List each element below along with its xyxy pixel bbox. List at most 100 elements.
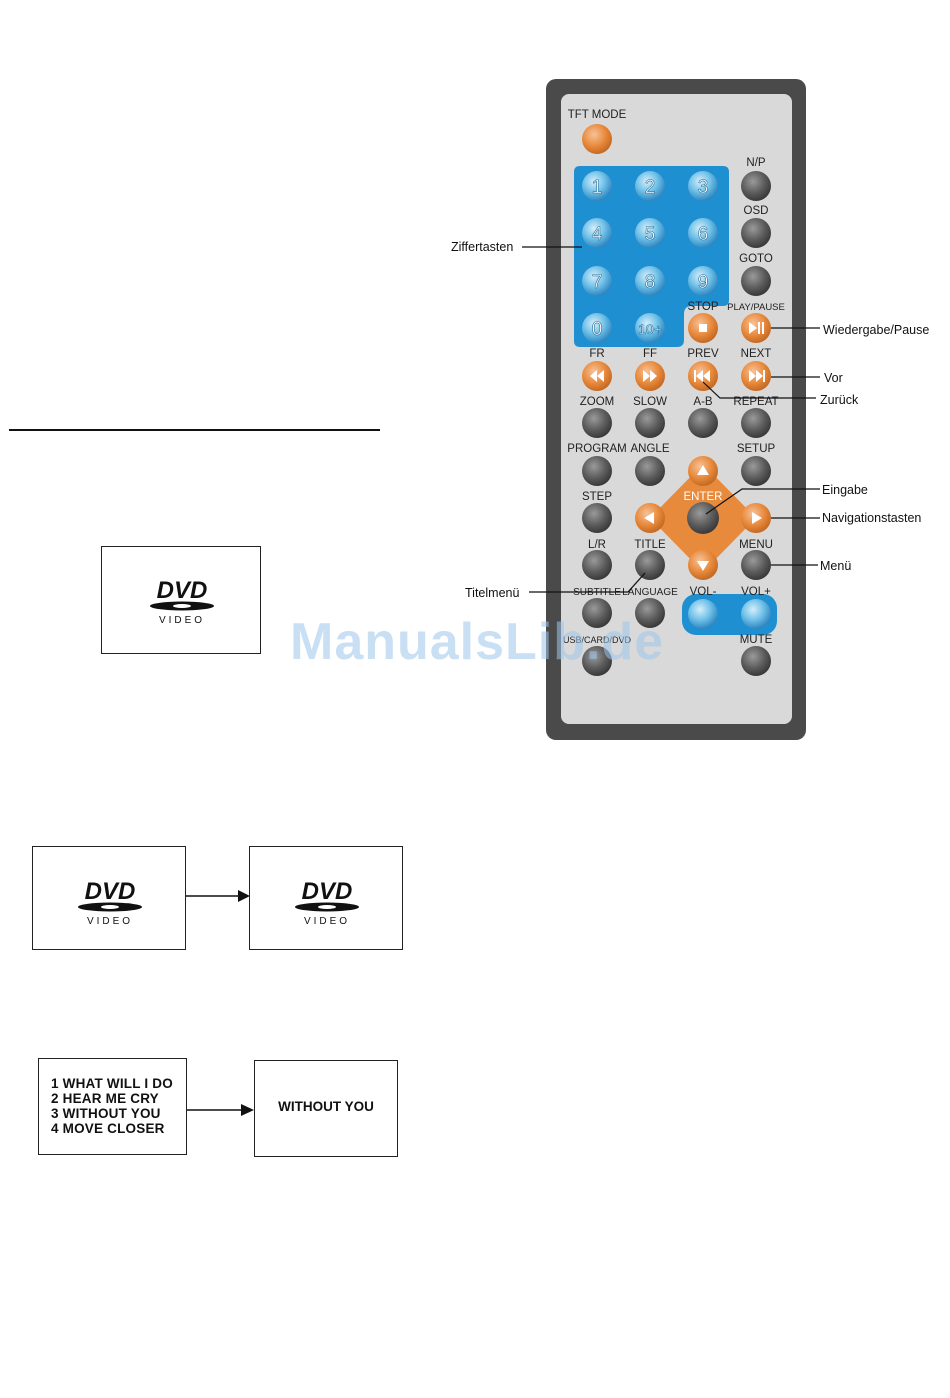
repeat-button[interactable]: [741, 408, 771, 438]
goto-button[interactable]: [741, 266, 771, 296]
slow-button[interactable]: [635, 408, 665, 438]
dvd-video-logo-icon: DVD VIDEO: [150, 577, 214, 626]
ab-button[interactable]: [688, 408, 718, 438]
digit-10plus-button[interactable]: [635, 313, 665, 343]
digit-6-button[interactable]: [688, 218, 718, 248]
rewind-icon: [590, 370, 604, 382]
setup-button[interactable]: [741, 456, 771, 486]
dvd-logo-screen: DVD VIDEO: [101, 546, 261, 654]
mute-button[interactable]: [741, 646, 771, 676]
vol-plus-button[interactable]: [741, 599, 771, 629]
digit-2-button[interactable]: [635, 171, 665, 201]
track-item: 4 MOVE CLOSER: [51, 1121, 165, 1136]
arrow-right-icon: [187, 1104, 254, 1116]
zoom-button[interactable]: [582, 408, 612, 438]
digit-0-label: 0: [592, 319, 603, 340]
dvd-logo-title: DVD: [157, 577, 208, 604]
arrow-up-icon: [697, 465, 709, 475]
language-button[interactable]: [635, 598, 665, 628]
digit-1-button[interactable]: [582, 171, 612, 201]
usb-card-label: USB/CARD/DVD: [563, 635, 632, 645]
angle-button[interactable]: [635, 456, 665, 486]
dvd-logo-screen-after: DVD VIDEO: [249, 846, 403, 950]
play-pause-icon: [749, 322, 764, 334]
digit-4-button[interactable]: [582, 218, 612, 248]
track-list: 1 WHAT WILL I DO 2 HEAR ME CRY 3 WITHOUT…: [51, 1076, 173, 1136]
vol-minus-label: VOL-: [690, 586, 717, 598]
title-label: TITLE: [634, 539, 666, 551]
digit-8-button[interactable]: [635, 266, 665, 296]
numpad-area: [574, 166, 729, 347]
play-pause-label: PLAY/PAUSE: [727, 302, 785, 313]
dvd-logo-screen-before: DVD VIDEO: [32, 846, 186, 950]
selected-track-screen: WITHOUT YOU: [254, 1060, 398, 1157]
digit-7-button[interactable]: [582, 266, 612, 296]
step-label: STEP: [582, 491, 612, 503]
dvd-logo-subtitle: VIDEO: [304, 916, 350, 927]
digit-1-label: 1: [592, 177, 603, 198]
tft-mode-button[interactable]: [582, 124, 612, 154]
np-button[interactable]: [741, 171, 771, 201]
digit-0-button[interactable]: [582, 313, 612, 343]
callout-menu: Menü: [820, 559, 851, 573]
prev-label: PREV: [687, 348, 719, 360]
arrow-down-icon: [697, 561, 709, 571]
track-item: 2 HEAR ME CRY: [51, 1091, 159, 1106]
subtitle-button[interactable]: [582, 598, 612, 628]
program-label: PROGRAM: [567, 443, 626, 455]
arrow-right-icon: [752, 512, 762, 524]
callout-lines: [522, 246, 820, 593]
remote-control-diagram: TFT MODE N/P OSD GOTO STOP PLAY/PAUSE FR…: [451, 79, 929, 740]
next-label: NEXT: [741, 348, 772, 360]
callout-eingabe: Eingabe: [822, 483, 868, 497]
fr-label: FR: [589, 348, 604, 360]
watermark: ManualsLib.de: [290, 613, 665, 671]
repeat-label: REPEAT: [733, 396, 778, 408]
digit-9-label: 9: [698, 272, 709, 293]
callout-titelmenu: Titelmenü: [465, 586, 519, 600]
digit-buttons: [582, 171, 718, 343]
program-button[interactable]: [582, 456, 612, 486]
arrow-left-icon: [644, 512, 654, 524]
menu-button[interactable]: [741, 550, 771, 580]
dvd-logo-subtitle: VIDEO: [87, 916, 133, 927]
digit-10plus-label: 10+: [638, 321, 662, 337]
vol-plus-label: VOL+: [741, 586, 771, 598]
digit-9-button[interactable]: [688, 266, 718, 296]
osd-button[interactable]: [741, 218, 771, 248]
lr-label: L/R: [588, 539, 606, 551]
callout-zuruck: Zurück: [820, 393, 859, 407]
usb-card-button[interactable]: [582, 646, 612, 676]
track-item: 1 WHAT WILL I DO: [51, 1076, 173, 1091]
track-item: 3 WITHOUT YOU: [51, 1106, 161, 1121]
selected-track-label: WITHOUT YOU: [278, 1099, 374, 1114]
digit-5-button[interactable]: [635, 218, 665, 248]
digit-7-label: 7: [592, 272, 603, 293]
dvd-video-logo-icon: DVD VIDEO: [295, 878, 359, 927]
title-button[interactable]: [635, 550, 665, 580]
digit-3-button[interactable]: [688, 171, 718, 201]
setup-label: SETUP: [737, 443, 776, 455]
callout-ziffern: Ziffertasten: [451, 240, 513, 254]
stop-icon: [699, 324, 707, 332]
stop-label: STOP: [687, 301, 718, 313]
digit-5-label: 5: [645, 224, 656, 245]
np-label: N/P: [746, 157, 766, 169]
dvd-logo-title: DVD: [85, 878, 136, 905]
lr-button[interactable]: [582, 550, 612, 580]
digit-3-label: 3: [698, 177, 709, 198]
digit-6-label: 6: [698, 224, 709, 245]
skip-next-icon: [749, 370, 765, 382]
zoom-label: ZOOM: [580, 396, 615, 408]
dvd-logo-title: DVD: [302, 878, 353, 905]
step-button[interactable]: [582, 503, 612, 533]
vol-minus-button[interactable]: [688, 599, 718, 629]
dvd-video-logo-icon: DVD VIDEO: [78, 878, 142, 927]
tft-mode-label: TFT MODE: [568, 109, 627, 121]
language-label: LANGUAGE: [622, 587, 678, 598]
enter-button[interactable]: [687, 502, 719, 534]
track-list-screen: 1 WHAT WILL I DO 2 HEAR ME CRY 3 WITHOUT…: [38, 1058, 187, 1155]
goto-label: GOTO: [739, 253, 773, 265]
arrow-right-icon: [186, 890, 250, 902]
ff-label: FF: [643, 348, 657, 360]
